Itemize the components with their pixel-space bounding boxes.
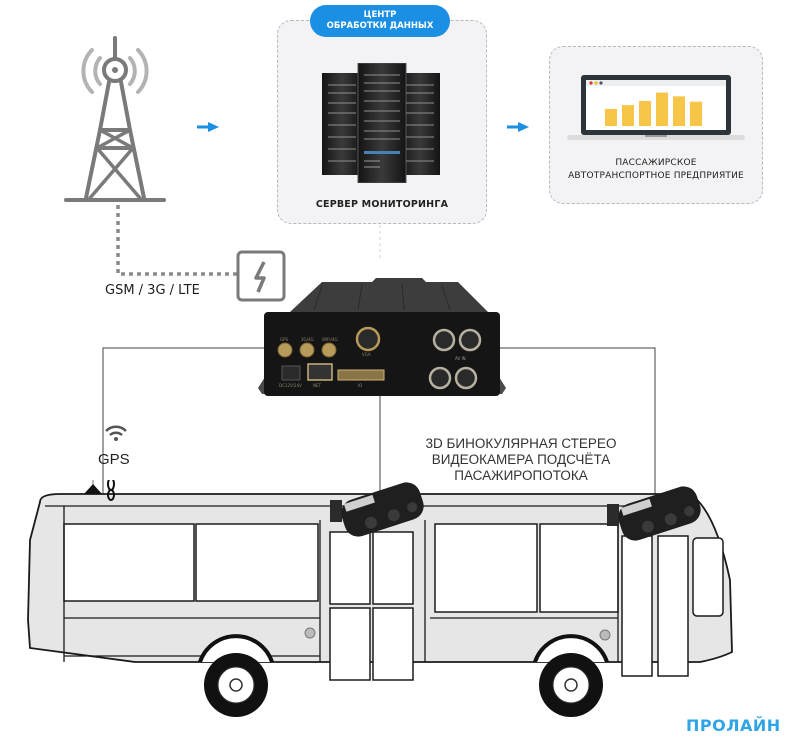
camera-wire-2 bbox=[490, 347, 656, 500]
laptop-icon bbox=[567, 75, 745, 140]
port-label-vga: VGA bbox=[362, 352, 371, 357]
enterprise-caption: ПАССАЖИРСКОЕ АВТОТРАНСПОРТНОЕ ПРЕДПРИЯТИ… bbox=[550, 157, 762, 183]
port-label-net: NET bbox=[313, 383, 321, 388]
wifi-icon bbox=[105, 425, 127, 441]
camera-label: 3D БИНОКУЛЯРНАЯ СТЕРЕО ВИДЕОКАМЕРА ПОДСЧ… bbox=[405, 436, 637, 484]
camera-label-line-1: 3D БИНОКУЛЯРНАЯ СТЕРЕО bbox=[425, 436, 617, 451]
network-label: GSM / 3G / LTE bbox=[105, 283, 200, 298]
cell-tower-icon bbox=[64, 36, 166, 202]
laptop-chart-bar bbox=[622, 105, 634, 126]
laptop-chart-bar bbox=[639, 100, 651, 126]
camera-label-line-2: ВИДЕОКАМЕРА ПОДСЧЁТА bbox=[431, 452, 611, 467]
enterprise-caption-line-1: ПАССАЖИРСКОЕ bbox=[615, 158, 697, 168]
port-label-io: IO bbox=[358, 383, 363, 388]
enterprise-panel: ПАССАЖИРСКОЕ АВТОТРАНСПОРТНОЕ ПРЕДПРИЯТИ… bbox=[549, 46, 763, 204]
bus-illustration bbox=[27, 480, 733, 717]
lightning-icon bbox=[236, 250, 286, 302]
brand-logo: ПРОЛАЙН bbox=[686, 716, 781, 735]
port-label-wifi: WIFI/4G bbox=[322, 337, 338, 342]
port-label-power: DC12V/24V bbox=[279, 383, 302, 388]
badge-line-2: ОБРАБОТКИ ДАННЫХ bbox=[326, 21, 434, 31]
gps-wire bbox=[102, 347, 265, 500]
laptop-chart-bar bbox=[656, 92, 668, 126]
server-rack-icon bbox=[322, 63, 440, 183]
cellular-link-line bbox=[116, 205, 238, 276]
stereo-camera-1 bbox=[330, 482, 424, 537]
gps-label: GPS bbox=[98, 451, 130, 468]
stereo-camera-2 bbox=[607, 486, 701, 541]
badge-line-1: ЦЕНТР bbox=[363, 10, 397, 20]
arrow-right-icon bbox=[507, 122, 529, 132]
server-caption: СЕРВЕР МОНИТОРИНГА bbox=[315, 199, 449, 210]
camera-label-line-3: ПАСАЖИРОПОТОКА bbox=[454, 468, 588, 483]
speaker-icon bbox=[304, 627, 611, 641]
mobile-dvr-device bbox=[258, 278, 506, 396]
data-center-badge: ЦЕНТР ОБРАБОТКИ ДАННЫХ bbox=[310, 5, 450, 37]
laptop-chart-bar bbox=[605, 108, 617, 126]
laptop-chart-bar bbox=[673, 96, 685, 126]
port-label-gps: GPS bbox=[280, 337, 289, 342]
enterprise-caption-line-2: АВТОТРАНСПОРТНОЕ ПРЕДПРИЯТИЕ bbox=[568, 171, 744, 181]
port-label-avin: AV IN bbox=[455, 356, 466, 361]
laptop-chart-bar bbox=[690, 101, 702, 126]
arrow-right-icon bbox=[197, 122, 219, 132]
port-label-3g4g: 3G/4G bbox=[301, 337, 314, 342]
